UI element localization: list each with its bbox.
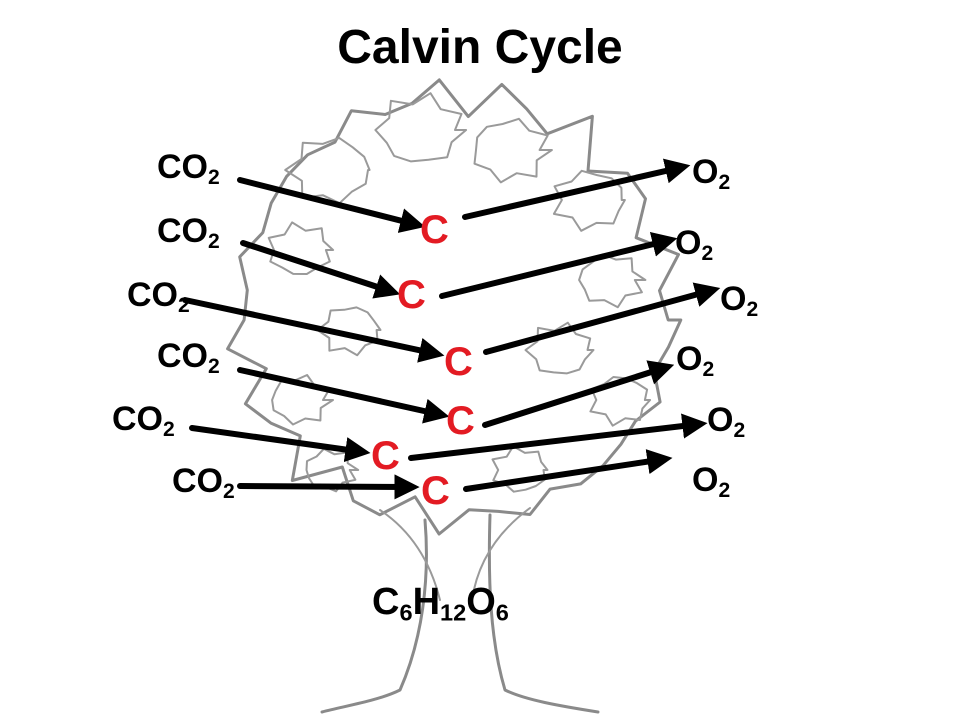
leaf-cluster-outline: [473, 117, 553, 184]
co2-label: CO2: [112, 400, 175, 441]
o2-arrow: [482, 360, 675, 428]
o2-arrow: [408, 413, 708, 461]
co2-arrow: [237, 367, 450, 424]
o2-label: O2: [676, 340, 715, 381]
co2-label: CO2: [127, 276, 190, 317]
co2-arrow: [237, 177, 426, 233]
o2-arrow: [462, 158, 691, 220]
leaf-cluster-outline: [491, 445, 549, 493]
carbon-atom: C: [420, 208, 449, 252]
o2-label: O2: [692, 153, 731, 194]
carbon-atom: C: [397, 273, 426, 317]
carbon-atom: C: [371, 434, 400, 478]
carbon-atom: C: [444, 340, 473, 384]
page-title: Calvin Cycle: [337, 21, 623, 74]
leaf-cluster-outline: [524, 321, 595, 375]
carbon-atom: C: [446, 399, 475, 443]
co2-arrow: [182, 297, 445, 363]
co2-arrow: [240, 240, 401, 299]
co2-label: CO2: [172, 462, 235, 503]
o2-arrow: [463, 449, 673, 492]
o2-arrow: [483, 282, 721, 355]
co2-label: CO2: [157, 148, 220, 189]
leaf-cluster-outline: [284, 136, 371, 205]
o2-label: O2: [675, 224, 714, 265]
co2-label: CO2: [157, 212, 220, 253]
tree-trunk-left-outline: [320, 518, 428, 714]
tree-canopy-outline: [226, 78, 683, 536]
tree-branch-outline: [379, 509, 441, 601]
leaf-cluster-outline: [374, 92, 468, 163]
leaf-cluster-outline: [316, 306, 382, 357]
leaf-cluster-outline: [267, 221, 335, 275]
glucose-formula: C6H12O6: [372, 581, 509, 626]
co2-label: CO2: [157, 337, 220, 378]
tree-branch-outline: [471, 507, 531, 601]
leaf-cluster-outline: [578, 253, 647, 309]
leaf-cluster-outline: [589, 376, 652, 427]
carbon-atom: C: [421, 469, 450, 513]
o2-label: O2: [692, 461, 731, 502]
o2-arrow: [439, 231, 678, 299]
co2-arrow: [189, 425, 371, 463]
o2-label: O2: [720, 280, 759, 321]
o2-label: O2: [707, 401, 746, 442]
co2-arrow: [237, 474, 420, 500]
tree-trunk-right-outline: [487, 513, 600, 714]
